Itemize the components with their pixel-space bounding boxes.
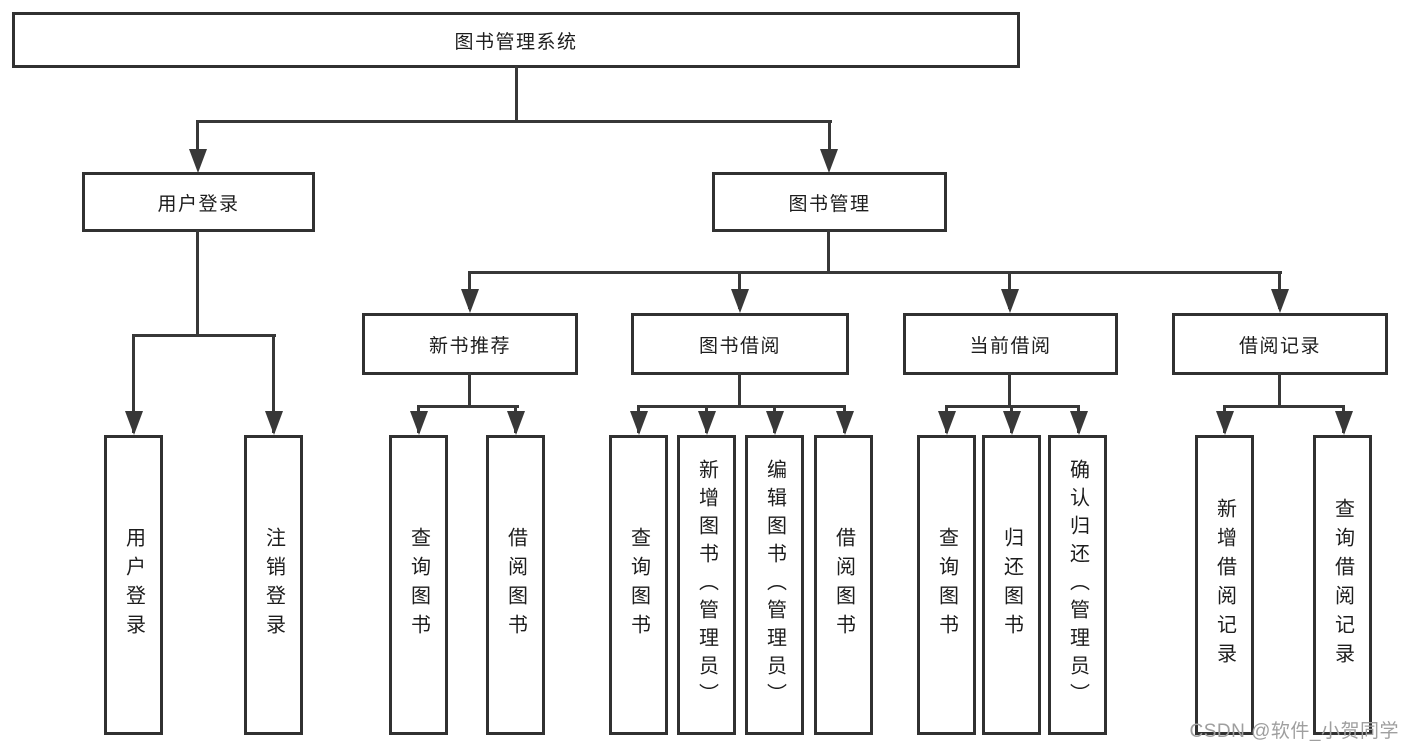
connector-line bbox=[468, 271, 1282, 274]
node-label: 查询图书 bbox=[407, 527, 430, 643]
node-label: 查询图书 bbox=[627, 527, 650, 643]
node-current-borrowing: 当前借阅 bbox=[903, 313, 1118, 375]
node-user-login-leaf: 用户登录 bbox=[104, 435, 163, 735]
arrow-down-icon bbox=[125, 411, 143, 435]
connector-line bbox=[196, 230, 199, 337]
arrow-down-icon bbox=[1271, 289, 1289, 313]
node-add-books-admin: 新增图书（管理员） bbox=[677, 435, 736, 735]
arrow-down-icon bbox=[189, 149, 207, 173]
connector-line bbox=[1008, 373, 1011, 408]
arrow-down-icon bbox=[820, 149, 838, 173]
arrow-down-icon bbox=[731, 289, 749, 313]
node-logout: 注销登录 bbox=[244, 435, 303, 735]
node-book-management: 图书管理 bbox=[712, 172, 947, 232]
node-query-borrow-record: 查询借阅记录 bbox=[1313, 435, 1372, 735]
node-label: 新增图书（管理员） bbox=[695, 459, 718, 711]
arrow-down-icon bbox=[461, 289, 479, 313]
arrow-down-icon bbox=[1070, 411, 1088, 435]
node-label: 借阅图书 bbox=[504, 527, 527, 643]
node-label: 注销登录 bbox=[262, 527, 285, 643]
connector-line bbox=[196, 120, 199, 166]
connector-line bbox=[468, 373, 471, 408]
arrow-down-icon bbox=[410, 411, 428, 435]
arrow-down-icon bbox=[265, 411, 283, 435]
connector-line bbox=[827, 230, 830, 274]
connector-line bbox=[132, 334, 276, 337]
node-library-management-system: 图书管理系统 bbox=[12, 12, 1020, 68]
node-query-books-borrowing: 查询图书 bbox=[609, 435, 668, 735]
node-book-borrowing: 图书借阅 bbox=[631, 313, 849, 375]
arrow-down-icon bbox=[630, 411, 648, 435]
arrow-down-icon bbox=[836, 411, 854, 435]
node-label: 借阅图书 bbox=[832, 527, 855, 643]
node-label: 图书管理系统 bbox=[454, 31, 578, 53]
arrow-down-icon bbox=[698, 411, 716, 435]
connector-line bbox=[828, 120, 831, 166]
node-label: 查询借阅记录 bbox=[1331, 498, 1354, 672]
node-label: 借阅记录 bbox=[1238, 335, 1321, 357]
arrow-down-icon bbox=[938, 411, 956, 435]
connector-line bbox=[132, 334, 135, 433]
arrow-down-icon bbox=[766, 411, 784, 435]
node-label: 编辑图书（管理员） bbox=[763, 459, 786, 711]
node-label: 图书管理 bbox=[788, 193, 871, 215]
node-add-borrow-record: 新增借阅记录 bbox=[1195, 435, 1254, 735]
connector-line bbox=[738, 373, 741, 408]
node-label: 新书推荐 bbox=[428, 335, 511, 357]
connector-line bbox=[1278, 373, 1281, 408]
node-query-books-recommend: 查询图书 bbox=[389, 435, 448, 735]
node-return-books: 归还图书 bbox=[982, 435, 1041, 735]
arrow-down-icon bbox=[1335, 411, 1353, 435]
node-borrow-books: 借阅图书 bbox=[814, 435, 873, 735]
node-label: 确认归还（管理员） bbox=[1066, 459, 1089, 711]
connector-line bbox=[515, 66, 518, 122]
arrow-down-icon bbox=[1003, 411, 1021, 435]
csdn-watermark: CSDN @软件_小贺同学 bbox=[1189, 721, 1399, 742]
node-confirm-return-admin: 确认归还（管理员） bbox=[1048, 435, 1107, 735]
node-user-login: 用户登录 bbox=[82, 172, 315, 232]
node-new-book-recommend: 新书推荐 bbox=[362, 313, 578, 375]
node-label: 用户登录 bbox=[122, 527, 145, 643]
connector-line bbox=[637, 405, 846, 408]
connector-line bbox=[1223, 405, 1345, 408]
connector-line bbox=[272, 334, 275, 433]
connector-line bbox=[196, 120, 832, 123]
arrow-down-icon bbox=[1216, 411, 1234, 435]
node-label: 当前借阅 bbox=[969, 335, 1052, 357]
node-edit-books-admin: 编辑图书（管理员） bbox=[745, 435, 804, 735]
node-label: 用户登录 bbox=[157, 193, 240, 215]
arrow-down-icon bbox=[1001, 289, 1019, 313]
node-borrow-books-recommend: 借阅图书 bbox=[486, 435, 545, 735]
connector-line bbox=[417, 405, 519, 408]
node-label: 图书借阅 bbox=[698, 335, 781, 357]
node-label: 新增借阅记录 bbox=[1213, 498, 1236, 672]
node-label: 归还图书 bbox=[1000, 527, 1023, 643]
arrow-down-icon bbox=[507, 411, 525, 435]
node-borrowing-records: 借阅记录 bbox=[1172, 313, 1388, 375]
node-label: 查询图书 bbox=[935, 527, 958, 643]
node-query-books-current: 查询图书 bbox=[917, 435, 976, 735]
